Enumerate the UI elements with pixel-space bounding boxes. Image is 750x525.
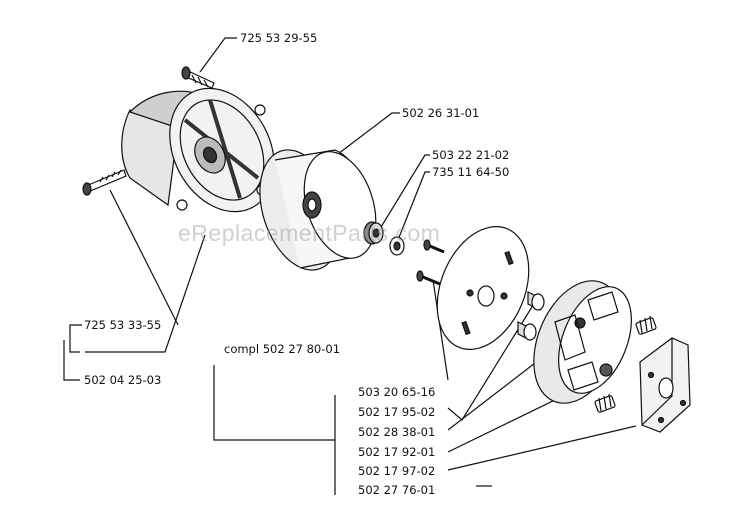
label-clutch-spring: 502 28 38-01 (358, 425, 436, 439)
label-screw-small: 503 20 65-16 (358, 385, 436, 399)
label-shoe-carrier: 502 27 76-01 (358, 483, 436, 497)
label-needle-bearing: 503 22 21-02 (432, 148, 510, 162)
label-clutch-housing: 502 04 25-03 (84, 373, 162, 387)
label-spacer: 502 17 95-02 (358, 405, 436, 419)
screw-top-part (181, 66, 215, 89)
clutch-drum-part (259, 149, 377, 271)
watermark-logo: eReplacementParts.com (178, 220, 441, 246)
shoe-carrier-part (533, 280, 632, 404)
clutch-plate-part (436, 226, 530, 350)
label-spring: 502 17 97-02 (358, 464, 436, 478)
screw-side-part (82, 169, 127, 196)
label-screw-top: 725 53 29-55 (240, 31, 318, 45)
clutch-housing-part (121, 87, 275, 213)
small-screws-part (416, 239, 445, 286)
label-washer: 735 11 64-50 (432, 165, 510, 179)
label-clutch-drum: 502 26 31-01 (402, 106, 480, 120)
label-clutch-complete: compl 502 27 80-01 (224, 342, 341, 356)
washer-part (389, 236, 405, 256)
springs-part (594, 315, 657, 413)
spacers-part (517, 291, 545, 341)
bracket-plate-part (639, 337, 691, 433)
needle-bearing-part (363, 221, 384, 245)
label-screw-side: 725 53 33-55 (84, 318, 162, 332)
label-clutch-plate: 502 17 92-01 (358, 445, 436, 459)
